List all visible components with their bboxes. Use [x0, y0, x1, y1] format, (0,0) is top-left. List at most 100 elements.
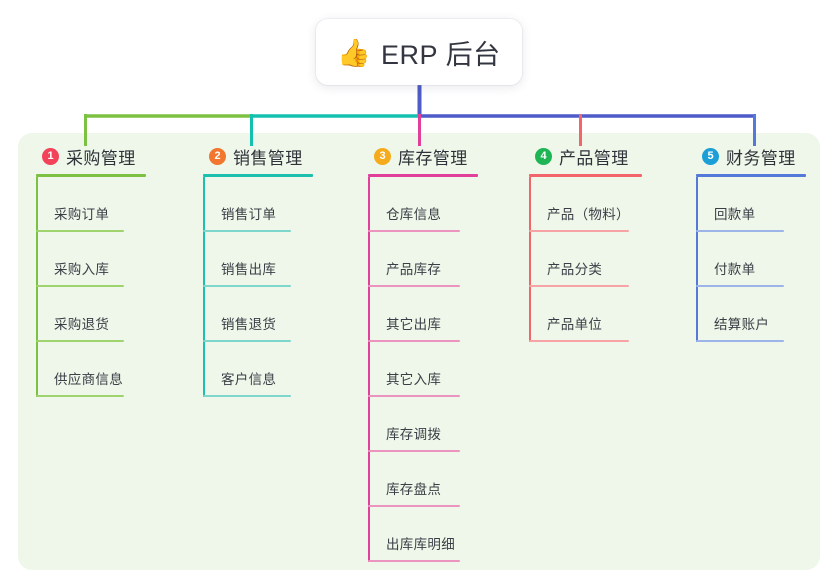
branch-underline-1 — [36, 174, 146, 177]
branch-item-underline — [36, 230, 124, 232]
branch-item[interactable]: 客户信息 — [203, 342, 313, 397]
branch-item[interactable]: 采购入库 — [36, 232, 146, 287]
branch-items-4: 产品（物料） 产品分类产品单位 — [529, 177, 642, 342]
branch-item-label: 产品单位 — [547, 317, 603, 332]
branch-items-5: 回款单付款单结算账户 — [696, 177, 806, 342]
branch-item[interactable]: 采购订单 — [36, 177, 146, 232]
branch-item-underline — [368, 285, 460, 287]
branch-badge-3: 3 — [374, 147, 391, 165]
branch-item-label: 采购退货 — [54, 317, 110, 332]
branch-item-label: 付款单 — [714, 262, 756, 277]
branch-item[interactable]: 付款单 — [696, 232, 806, 287]
branch-header-2[interactable]: 2 销售管理 — [203, 143, 313, 169]
branch-item-label: 其它出库 — [386, 317, 442, 332]
branch-item-label: 销售出库 — [221, 262, 277, 277]
branch-column-4: 4 产品管理产品（物料） 产品分类产品单位 — [529, 143, 642, 342]
branch-title-1: 采购管理 — [66, 148, 136, 168]
branch-item-label: 回款单 — [714, 207, 756, 222]
branch-item[interactable]: 产品（物料） — [529, 177, 642, 232]
branch-item[interactable]: 销售退货 — [203, 287, 313, 342]
branch-item-underline — [36, 285, 124, 287]
branch-item[interactable]: 其它入库 — [368, 342, 478, 397]
branch-item-underline — [36, 340, 124, 342]
branch-item-underline — [368, 560, 460, 562]
branch-item-label: 其它入库 — [386, 372, 442, 387]
branch-item[interactable]: 回款单 — [696, 177, 806, 232]
branch-item[interactable]: 销售订单 — [203, 177, 313, 232]
branch-items-2: 销售订单销售出库销售退货客户信息 — [203, 177, 313, 397]
branch-item[interactable]: 采购退货 — [36, 287, 146, 342]
branch-column-2: 2 销售管理销售订单销售出库销售退货客户信息 — [203, 143, 313, 397]
branch-item[interactable]: 结算账户 — [696, 287, 806, 342]
branch-underline-2 — [203, 174, 313, 177]
root-node[interactable]: 👍 ERP 后台 — [316, 19, 522, 85]
branch-item-underline — [368, 395, 460, 397]
branch-item-label: 仓库信息 — [386, 207, 442, 222]
branch-item-underline — [368, 505, 460, 507]
branch-badge-4: 4 — [535, 147, 552, 165]
branch-item[interactable]: 产品库存 — [368, 232, 478, 287]
branch-spine-1 — [36, 177, 38, 397]
branch-item-underline — [696, 285, 784, 287]
branch-item-underline — [529, 285, 629, 287]
branches-panel — [18, 133, 820, 570]
branch-item-underline — [696, 340, 784, 342]
branch-title-2: 销售管理 — [233, 148, 303, 168]
branch-title-3: 库存管理 — [398, 148, 468, 168]
branch-item-label: 采购入库 — [54, 262, 110, 277]
branch-item-label: 销售退货 — [221, 317, 277, 332]
branch-item-label: 供应商信息 — [54, 372, 123, 387]
branch-spine-3 — [368, 177, 370, 562]
branch-item[interactable]: 库存调拨 — [368, 397, 478, 452]
branch-item-underline — [368, 340, 460, 342]
thumbs-up-icon: 👍 — [337, 37, 372, 68]
branch-item-label: 销售订单 — [221, 207, 277, 222]
branch-item[interactable]: 出库库明细 — [368, 507, 478, 562]
branch-item-label: 库存盘点 — [386, 482, 442, 497]
branch-item-underline — [203, 395, 291, 397]
branch-item[interactable]: 其它出库 — [368, 287, 478, 342]
branch-title-4: 产品管理 — [559, 148, 629, 168]
branch-item[interactable]: 仓库信息 — [368, 177, 478, 232]
branch-underline-3 — [368, 174, 478, 177]
branch-item-underline — [696, 230, 784, 232]
branch-column-3: 3 库存管理仓库信息产品库存其它出库其它入库库存调拨库存盘点出库库明细 — [368, 143, 478, 562]
branch-header-4[interactable]: 4 产品管理 — [529, 143, 642, 169]
branch-items-3: 仓库信息产品库存其它出库其它入库库存调拨库存盘点出库库明细 — [368, 177, 478, 562]
branch-item-label: 产品分类 — [547, 262, 603, 277]
branch-item[interactable]: 供应商信息 — [36, 342, 146, 397]
branch-underline-5 — [696, 174, 806, 177]
branch-header-5[interactable]: 5 财务管理 — [696, 143, 806, 169]
branch-item-underline — [203, 340, 291, 342]
branch-item-underline — [368, 450, 460, 452]
branch-item-underline — [368, 230, 460, 232]
branch-item-label: 产品（物料） — [547, 207, 630, 222]
branch-column-5: 5 财务管理回款单付款单结算账户 — [696, 143, 806, 342]
branch-item[interactable]: 库存盘点 — [368, 452, 478, 507]
branch-item-label: 产品库存 — [386, 262, 442, 277]
branch-item[interactable]: 销售出库 — [203, 232, 313, 287]
branch-item-underline — [203, 285, 291, 287]
branch-badge-5: 5 — [702, 147, 719, 165]
root-title: ERP 后台 — [381, 39, 501, 70]
branch-item-underline — [36, 395, 124, 397]
branch-item[interactable]: 产品分类 — [529, 232, 642, 287]
branch-title-5: 财务管理 — [726, 148, 796, 168]
branch-badge-2: 2 — [209, 147, 226, 165]
branch-item-label: 客户信息 — [221, 372, 277, 387]
branch-spine-4 — [529, 177, 531, 342]
branch-item-label: 库存调拨 — [386, 427, 442, 442]
branch-items-1: 采购订单采购入库采购退货供应商信息 — [36, 177, 146, 397]
branch-underline-4 — [529, 174, 642, 177]
branch-item-label: 采购订单 — [54, 207, 110, 222]
branch-item-underline — [203, 230, 291, 232]
branch-spine-5 — [696, 177, 698, 342]
branch-item-underline — [529, 230, 629, 232]
branch-item-label: 结算账户 — [714, 317, 770, 332]
branch-header-3[interactable]: 3 库存管理 — [368, 143, 478, 169]
branch-spine-2 — [203, 177, 205, 397]
branch-item[interactable]: 产品单位 — [529, 287, 642, 342]
